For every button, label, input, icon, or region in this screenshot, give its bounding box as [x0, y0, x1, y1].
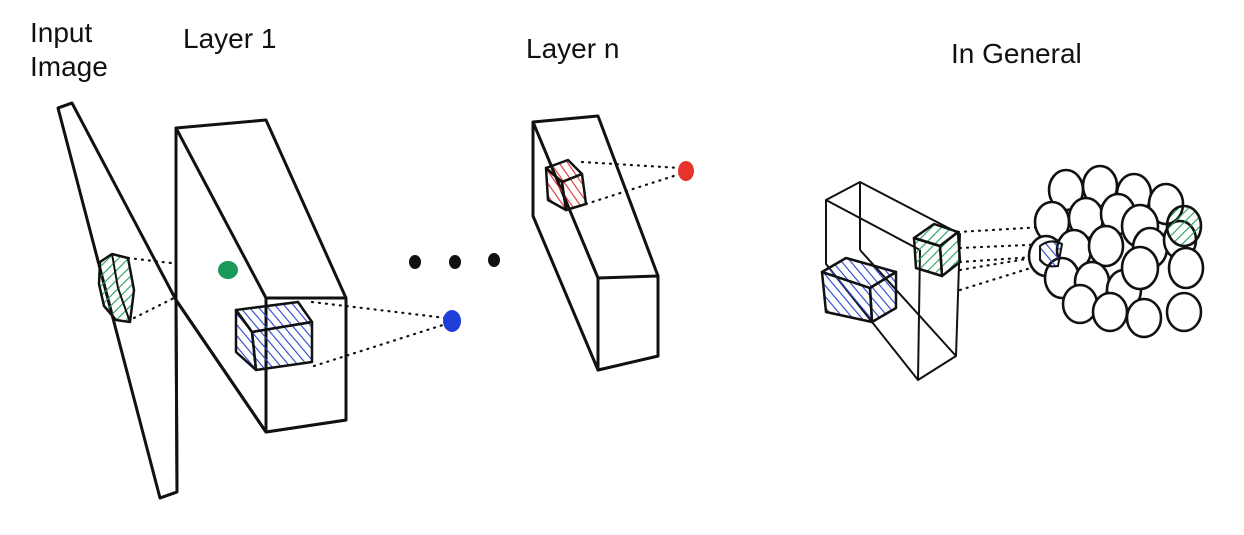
- general-blue-cube: [820, 256, 898, 324]
- input-image-label-line2: Image: [30, 51, 108, 82]
- general-volume-wireframe: [825, 181, 961, 381]
- layer-1-label: Layer 1: [183, 23, 277, 54]
- input-receptive-patch: [97, 252, 136, 324]
- input-image-label-line1: Input: [30, 17, 93, 48]
- red-neuron-dot: [678, 161, 694, 181]
- neuron-cluster: [1027, 164, 1205, 339]
- layer-1-box: [174, 118, 348, 434]
- layer-1-receptive-cube: [234, 300, 314, 372]
- general-green-cube: [912, 222, 962, 278]
- in-general-label: In General: [951, 38, 1082, 69]
- ellipsis-dots: [409, 253, 500, 269]
- projection-lines-red: [580, 160, 682, 206]
- general-green-neuron: [1165, 204, 1203, 248]
- blue-neuron-dot: [443, 310, 461, 332]
- layer-n-box: [531, 114, 660, 372]
- input-image-label: Input Image: [30, 16, 108, 84]
- layer-n-label: Layer n: [526, 33, 620, 64]
- projection-lines-blue: [310, 300, 448, 368]
- general-blue-neuron: [1039, 240, 1064, 268]
- green-neuron-dot: [218, 261, 238, 279]
